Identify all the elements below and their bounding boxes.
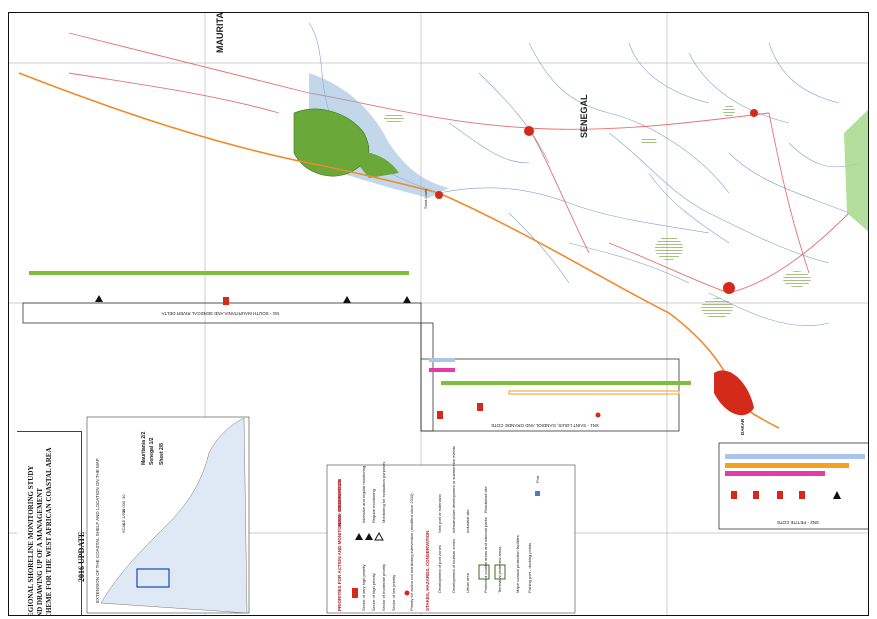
legend-title-priorities: PRIORITIES FOR ACTION AND MONITORING - O… [337, 479, 342, 611]
priority-markers [95, 295, 841, 499]
sheet-senegal-label: Senegal 1/2 [149, 437, 155, 465]
title-line-1: REGIONAL SHORELINE MONITORING STUDY [27, 465, 35, 616]
scale-km-15: 15 [121, 508, 126, 513]
legend-stake-protection: Major coastal protection facilities [515, 535, 520, 593]
legend-stake-roadstead: Roadstead site [483, 486, 488, 513]
legend-stake-fishing: Fishing port - docking points [527, 543, 532, 593]
title-line-2: AND DRAWING UP OF A MANAGEMENT [36, 487, 44, 616]
legend-stake-urban: Urban area [465, 572, 470, 593]
legend-title-monitoring: SLOW OBSERVATION [337, 480, 342, 527]
country-label-senegal: SENEGAL [579, 94, 589, 138]
priority-bars [29, 271, 865, 476]
sheet-sections [22, 302, 868, 530]
scale-km-30: 30 [121, 494, 126, 499]
river-network [308, 22, 860, 326]
legend-stake-port: Port [535, 475, 540, 483]
title-block: REGIONAL SHORELINE MONITORING STUDY AND … [17, 431, 86, 616]
legend-content: PRIORITIES FOR ACTION AND MONITORING - O… [337, 446, 540, 611]
legend-stake-new-port: New port or extension [437, 494, 442, 533]
sheet-country-label: Mauritania 2/2 [141, 431, 147, 465]
legend-stake-terrestrial: Terrestrial protected areas [497, 547, 502, 593]
conservation-patches [384, 105, 811, 318]
country-label-mauritania: MAURITANIA [215, 13, 225, 53]
update-label: 2016 UPDATE [77, 531, 86, 582]
place-label-dakar: DAKAR [740, 418, 745, 435]
legend-title-stakes: STAKES, HAZARDS, CONSERVATION [425, 531, 430, 611]
map-sheet: MAURITANIA SENEGAL M1 - SOUTH MAURITANIA… [8, 12, 869, 616]
legend-monitor-regular: Regular monitoring [371, 489, 376, 523]
legend-stake-tourism: Development of tourism zones [451, 539, 456, 593]
map-canvas: MAURITANIA SENEGAL M1 - SOUTH MAURITANIA… [9, 13, 868, 615]
legend-item-very-high: Sector of very high priority [361, 565, 366, 611]
legend-item-low: Sector of low priority [391, 575, 396, 611]
sheet-label-sn1: SN1 - SAINT LOUIS, GANDIOL AND GRANDE CO… [491, 423, 599, 428]
legend-stake-infra: Infrastructure development or submersion… [451, 446, 456, 533]
legend-item-high: Sector of high priority [371, 573, 376, 611]
urban-areas [435, 109, 758, 416]
scale-label: SCALE 1/500 000 [121, 500, 126, 533]
inset-map [86, 416, 250, 614]
legend-item-moderate: Sector of moderate priority [381, 564, 386, 611]
inset-subtitle: EXTENSION OF THE COASTAL SHELF AND LOCAT… [95, 458, 100, 603]
sheet-label-sn2: SN2 - PETITE COTE [777, 520, 819, 525]
sheet-number: Sheet 2/8 [159, 443, 165, 465]
legend-stake-industrial: Industrial site [465, 509, 470, 533]
place-label-saint-louis: Saint-Louis [423, 189, 428, 209]
legend-item-modified: Priority for action not monitoring inter… [409, 493, 414, 611]
sheet-label-m1: M1 - SOUTH MAURITANIA AND SENEGAL RIVER … [162, 311, 279, 316]
delta-wetlands [293, 73, 868, 232]
title-line-3: SCHEME FOR THE WEST AFRICAN COASTAL AREA [45, 447, 53, 616]
legend-monitor-evaluation: Monitoring for evaluation purposes [381, 462, 386, 523]
legend-monitor-intensive: Intensive and regular monitoring [361, 466, 366, 523]
legend-stake-ports: Development of port zones [437, 545, 442, 593]
legend-stake-coastal-parks: Protected coastal areas and national par… [483, 517, 488, 593]
road-network [68, 32, 850, 294]
scale-km-0: 0 [121, 522, 126, 525]
